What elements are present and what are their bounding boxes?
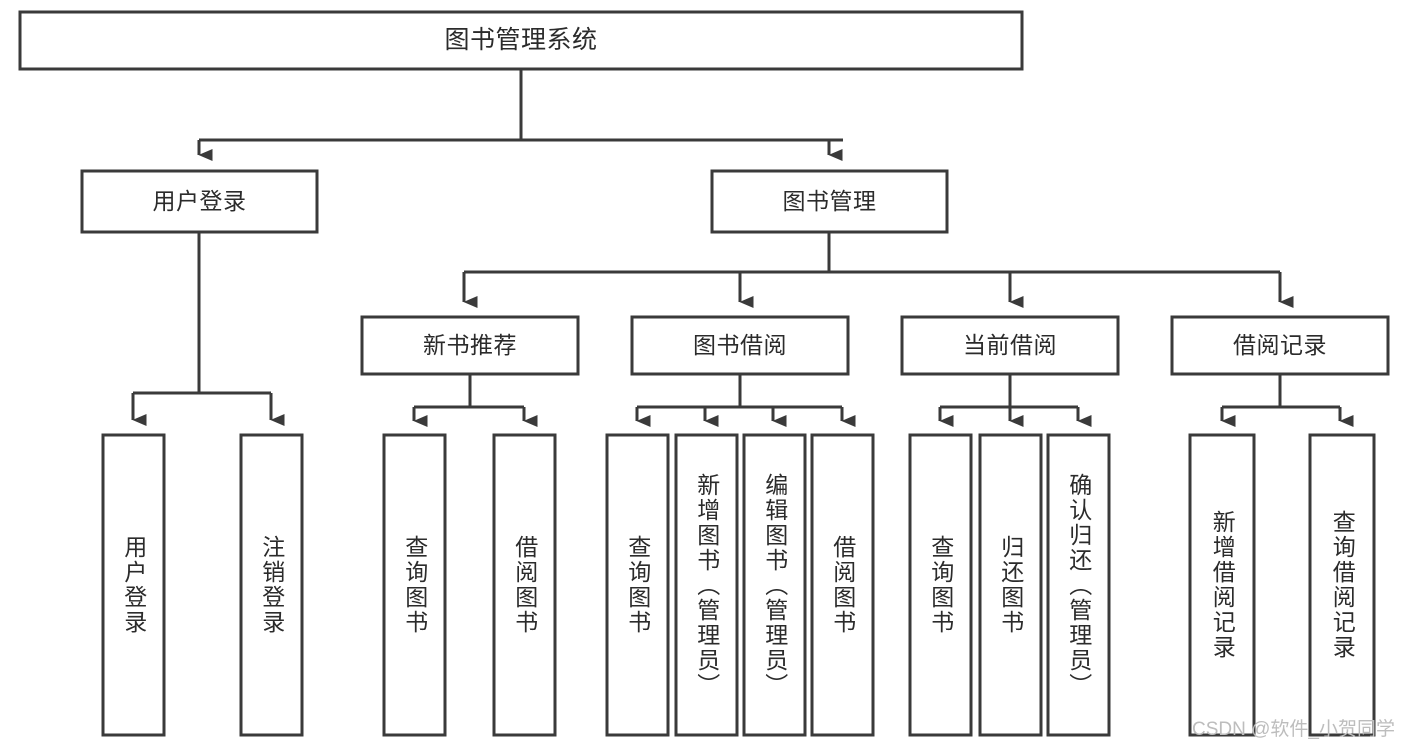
node-new-book-recommend-box[interactable]	[360, 315, 580, 376]
node-leaf-query-book-3-box[interactable]	[908, 433, 973, 737]
node-leaf-logout-login-box[interactable]	[239, 433, 304, 737]
connector-currentborrow-to-leaves	[938, 374, 1092, 427]
node-root-box[interactable]	[18, 10, 1024, 71]
node-leaf-confirm-return-box[interactable]	[1046, 433, 1111, 737]
connector-userlogin-to-leaves	[131, 232, 285, 426]
node-leaf-return-book-box[interactable]	[978, 433, 1043, 737]
node-current-borrow-box[interactable]	[900, 315, 1120, 376]
node-book-borrow-box[interactable]	[630, 315, 850, 376]
connector-newbook-to-leaves	[412, 374, 538, 427]
node-user-login-box[interactable]	[80, 169, 319, 234]
node-leaf-query-book-1-box[interactable]	[382, 433, 447, 737]
node-borrow-record-box[interactable]	[1170, 315, 1390, 376]
watermark-text: CSDN @软件_小贺同学	[1192, 719, 1395, 740]
node-leaf-query-book-2-box[interactable]	[605, 433, 670, 737]
connector-bookmgmt-to-level2	[462, 232, 1294, 308]
node-book-management-box[interactable]	[710, 169, 949, 234]
connector-borrowrecord-to-leaves	[1220, 374, 1354, 427]
connector-root-to-level1	[197, 70, 843, 161]
node-leaf-add-book-box[interactable]	[674, 433, 739, 737]
node-leaf-add-record-box[interactable]	[1188, 433, 1256, 737]
node-leaf-borrow-book-1-box[interactable]	[492, 433, 557, 737]
connector-bookborrow-to-leaves	[635, 374, 856, 427]
node-leaf-query-record-box[interactable]	[1308, 433, 1376, 737]
node-leaf-borrow-book-2-box[interactable]	[810, 433, 875, 737]
node-leaf-edit-book-box[interactable]	[742, 433, 807, 737]
node-leaf-user-login-box[interactable]	[101, 433, 166, 737]
